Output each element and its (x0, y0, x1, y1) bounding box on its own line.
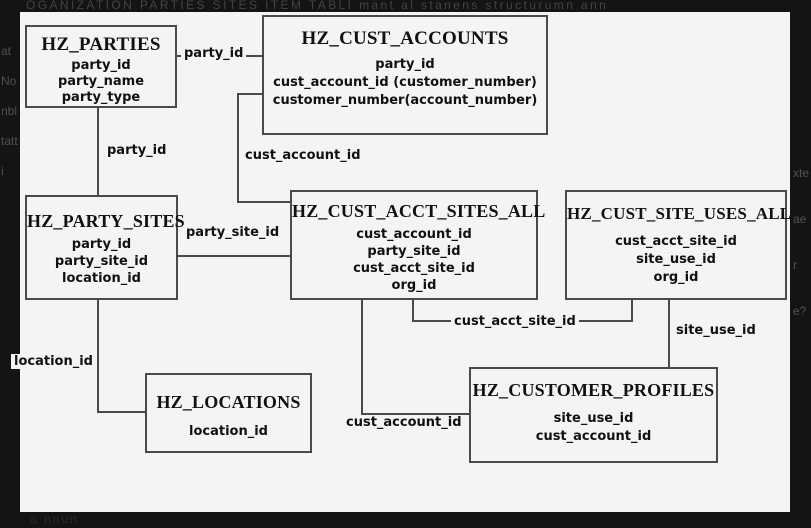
entity-field: party_id (71, 237, 132, 252)
entity-title: HZ_CUST_SITE_USES_ALL (567, 204, 792, 223)
connector-cust-account-id-seg1 (237, 93, 265, 95)
entity-field: cust_account_id (535, 429, 652, 444)
relationship-label-cust-acct-site-id: cust_acct_site_id (451, 314, 579, 329)
relationship-label-cust-account-id: cust_account_id (242, 148, 364, 163)
entity-hz-party-sites[interactable]: HZ_PARTY_SITES party_id party_site_id lo… (25, 195, 185, 300)
connector-party-site-id (178, 255, 292, 257)
relationship-label-location-id: location_id (11, 354, 96, 369)
entity-fields: party_id party_name party_type (27, 58, 175, 106)
background-text-bottom: a nnun (30, 512, 79, 526)
connector-cust-account-id-profiles-seg1 (361, 300, 363, 415)
entity-field: party_site_id (367, 244, 461, 259)
diagram-panel: HZ_PARTIES party_id party_name party_typ… (11, 12, 792, 512)
entity-fields: site_use_id cust_account_id (471, 410, 716, 446)
relationship-label-cust-account-id-profiles: cust_account_id (343, 415, 465, 430)
entity-field: site_use_id (636, 252, 716, 267)
entity-title: HZ_CUST_ACCOUNTS (301, 28, 509, 49)
entity-hz-customer-profiles[interactable]: HZ_CUSTOMER_PROFILES site_use_id cust_ac… (469, 367, 718, 463)
connector-cust-account-id-seg2 (237, 93, 239, 203)
connector-location-id-seg2 (97, 411, 145, 413)
entity-title: HZ_PARTIES (41, 34, 161, 55)
relationship-label-party-id-party-sites: party_id (104, 143, 170, 158)
connector-cust-account-id-profiles-seg2 (361, 413, 471, 415)
connector-cust-account-id-seg3 (237, 201, 292, 203)
entity-field: cust_account_id (356, 227, 472, 242)
background-text-right: xteaere? (793, 166, 810, 318)
entity-title: HZ_LOCATIONS (156, 392, 301, 412)
entity-field: site_use_id (553, 411, 634, 426)
entity-title: HZ_CUSTOMER_PROFILES (472, 380, 715, 400)
entity-hz-cust-site-uses-all[interactable]: HZ_CUST_SITE_USES_ALL cust_acct_site_id … (565, 190, 792, 300)
entity-field: party_site_id (54, 254, 149, 269)
entity-field: org_id (391, 278, 437, 293)
entity-hz-parties[interactable]: HZ_PARTIES party_id party_name party_typ… (25, 25, 177, 108)
connector-cust-acct-site-id-seg3 (631, 300, 633, 322)
entity-field: cust_acct_site_id (353, 261, 475, 276)
background-text-left: atNonbltatti (1, 44, 18, 178)
entity-field: location_id (62, 271, 141, 286)
entity-hz-locations[interactable]: HZ_LOCATIONS location_id (145, 373, 312, 453)
connector-party-id-party-sites (97, 108, 99, 195)
connector-location-id-seg1 (97, 300, 99, 413)
relationship-label-party-id-accounts: party_id (181, 46, 247, 61)
entity-field: location_id (189, 424, 268, 439)
entity-field: cust_acct_site_id (615, 234, 737, 249)
entity-field: party_id (375, 57, 435, 72)
entity-field: cust_account_id (customer_number) (273, 75, 537, 90)
relationship-label-site-use-id: site_use_id (673, 323, 759, 338)
entity-title: HZ_PARTY_SITES (27, 211, 185, 231)
connector-cust-acct-site-id-seg1 (412, 300, 414, 322)
relationship-label-party-site-id: party_site_id (183, 225, 283, 240)
entity-field: party_id (71, 58, 131, 73)
entity-fields: location_id (147, 423, 310, 440)
entity-hz-cust-acct-sites-all[interactable]: HZ_CUST_ACCT_SITES_ALL cust_account_id p… (290, 190, 546, 300)
background-text-top: OGANIZATION PARTIES SITES ITEM TABLI man… (26, 0, 609, 12)
connector-site-use-id (668, 300, 670, 368)
entity-field: customer_number(account_number) (272, 93, 538, 108)
entity-fields: cust_acct_site_id site_use_id org_id (567, 233, 785, 287)
entity-field: org_id (653, 270, 699, 285)
entity-hz-cust-accounts[interactable]: HZ_CUST_ACCOUNTS party_id cust_account_i… (262, 15, 548, 135)
entity-field: party_type (61, 90, 141, 105)
entity-fields: cust_account_id party_site_id cust_acct_… (292, 226, 536, 294)
entity-field: party_name (57, 74, 145, 89)
entity-title: HZ_CUST_ACCT_SITES_ALL (292, 201, 546, 221)
entity-fields: party_id cust_account_id (customer_numbe… (264, 56, 546, 110)
entity-fields: party_id party_site_id location_id (27, 236, 176, 287)
